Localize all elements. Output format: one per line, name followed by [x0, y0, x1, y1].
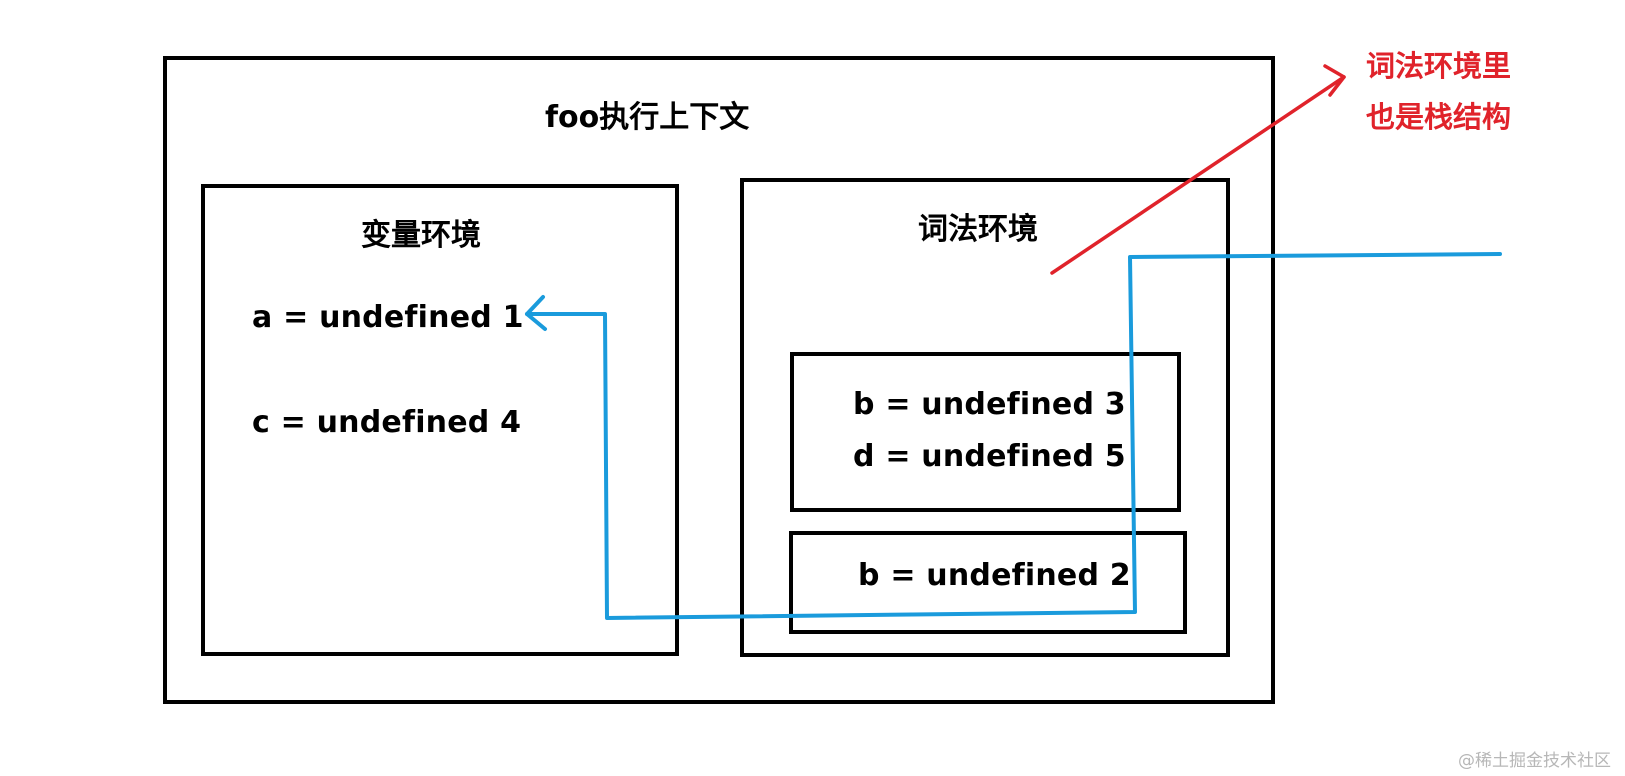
lexical-variable-b-3: b = undefined 3 [853, 387, 1126, 422]
variable-environment-title: 变量环境 [361, 218, 481, 253]
variable-a: a = undefined 1 [252, 300, 524, 335]
variable-c: c = undefined 4 [252, 405, 522, 440]
annotation-line-1: 词法环境里 [1366, 49, 1512, 83]
lexical-variable-b-2: b = undefined 2 [858, 558, 1131, 593]
annotation-line-2: 也是栈结构 [1366, 100, 1512, 134]
watermark: @稀土掘金技术社区 [1458, 751, 1611, 771]
execution-context-title: foo执行上下文 [545, 100, 750, 135]
lexical-variable-d-5: d = undefined 5 [853, 439, 1126, 474]
lexical-environment-title: 词法环境 [918, 212, 1038, 247]
lexical-block-upper [790, 352, 1181, 512]
